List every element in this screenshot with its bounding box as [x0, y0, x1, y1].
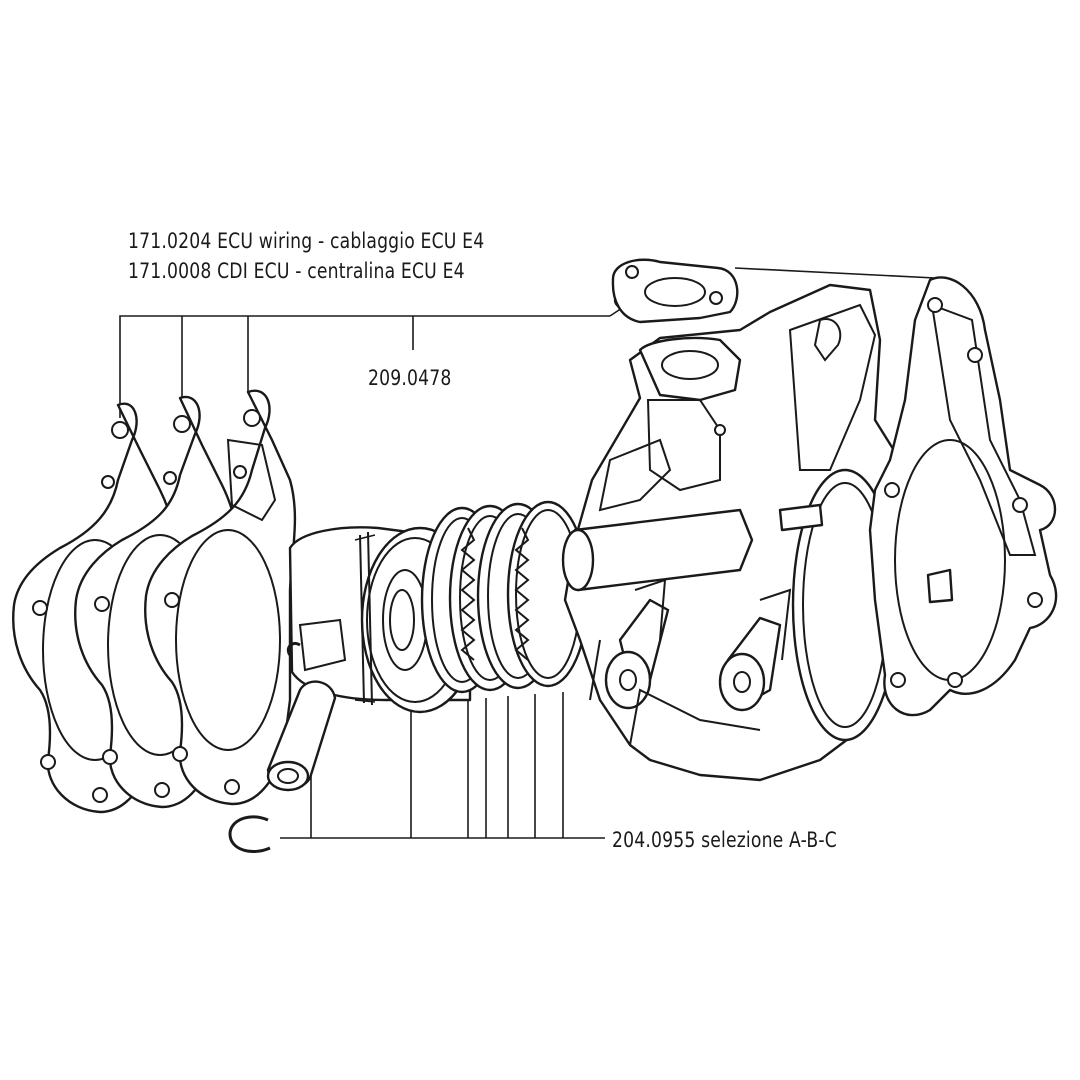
label-piston-selection: 204.0955 selezione A-B-C [612, 828, 837, 852]
label-gasket-set: 209.0478 [368, 366, 452, 390]
label-ecu-wiring: 171.0204 ECU wiring - cablaggio ECU E4 [128, 229, 485, 253]
circlip [228, 641, 301, 853]
head-gasket [868, 276, 1058, 717]
cylinder [561, 258, 902, 782]
leader-lines-gaskets [119, 267, 936, 418]
leader-lines-piston [280, 692, 605, 839]
label-cdi-ecu: 171.0008 CDI ECU - centralina ECU E4 [128, 259, 465, 283]
piston-pin [266, 680, 337, 792]
piston-rings [420, 500, 590, 694]
